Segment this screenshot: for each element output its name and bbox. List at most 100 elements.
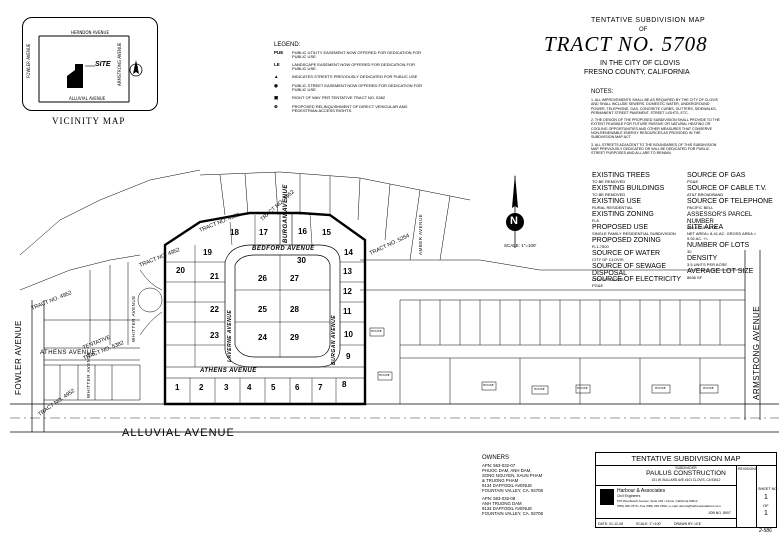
info-label: AVERAGE LOT SIZE [687, 268, 754, 275]
lot-number: 23 [210, 331, 219, 340]
lot-number: 22 [210, 305, 219, 314]
info-value: AT&T BROADBAND [687, 192, 724, 197]
legend-code: PUE [274, 50, 284, 55]
owner-line: FOUNTAIN VALLEY, CA. 92708 [482, 511, 543, 516]
info-label: SOURCE OF GAS [687, 172, 746, 179]
house-label: HOUSE [655, 386, 666, 390]
lot-number: 17 [259, 228, 268, 237]
legend-title: LEGEND: [274, 42, 301, 48]
revisions-label: REVISIONS [738, 467, 758, 471]
lot-number: 13 [343, 267, 352, 276]
info-value: 8636 SF [687, 275, 703, 280]
house-label: HOUSE [379, 373, 390, 377]
notes-title: NOTES: [591, 89, 614, 95]
info-label: EXISTING ZONING [592, 211, 654, 218]
bedford-loop-road [234, 254, 331, 358]
sheet-number: 1 [764, 494, 768, 501]
tract-boundary [163, 211, 367, 406]
drawn-field: DRAWN BY: LEE [674, 522, 702, 526]
firm-contact: (559) 325-7676 • Fax (559) 325-7699 • e-… [617, 504, 721, 508]
lot-number: 21 [210, 272, 219, 281]
sheet-of: OF [763, 503, 769, 508]
north-arrow: N SCALE: 1"=100' [490, 168, 550, 258]
lot-number: 25 [258, 305, 267, 314]
info-label: SOURCE OF WATER [592, 250, 661, 257]
info-label: PROPOSED ZONING [592, 237, 661, 244]
lot-number: 19 [203, 248, 212, 257]
owner-line: PHUOC DAM, ANH DAM, [482, 468, 532, 473]
info-label: SOURCE OF CABLE T.V. [687, 185, 767, 192]
info-value: TO BE REMOVED [592, 192, 626, 197]
alluvial-avenue-label: ALLUVIAL AVENUE [122, 427, 235, 439]
title-block: TENTATIVE SUBDIVISION MAP SUBDIVIDER PAU… [595, 452, 779, 528]
tract-lot-lines [165, 213, 365, 404]
bedford-avenue-label: BEDFORD AVENUE [252, 246, 315, 252]
info-value: PG&E [592, 283, 604, 288]
subdivider-label: SUBDIVIDER [675, 466, 697, 470]
lot-number: 29 [290, 333, 299, 342]
whitter-avenue-label: WHITTER AVENUE [131, 295, 136, 342]
owner-line: SONG NGUYEN, XAUN PHAM [482, 473, 543, 478]
sheet-label: SHEET NO. [758, 487, 779, 491]
burgan-avenue-south-label: BURGAN AVENUE [331, 314, 337, 365]
lot-number: 6 [295, 383, 300, 392]
header-line2: OF [639, 27, 648, 33]
info-value: R-A [592, 218, 599, 223]
house-label: HOUSE [577, 386, 588, 390]
vicinity-north-label: N [134, 66, 139, 72]
vicinity-street-alluvial: ALLUVIAL AVENUE [69, 96, 106, 101]
info-label: EXISTING USE [592, 198, 642, 205]
info-label: ASSESSOR'S PARCEL NUMBER [687, 211, 753, 225]
info-value: TO BE REMOVED [592, 179, 626, 184]
lot-number: 28 [290, 305, 299, 314]
owner-line: 9134 DAFFODIL AVENUE [482, 506, 533, 511]
header-location2: FRESNO COUNTY, CALIFORNIA [584, 69, 690, 76]
vicinity-map: HERNDON AVENUE ALLUVIAL AVENUE FOWLER AV… [22, 17, 158, 111]
legend-text: LANDSCAPE EASEMENT NOW OFFERED FOR DEDIC… [292, 62, 415, 71]
north-arrow-icon [506, 174, 524, 248]
info-value: R-1-7500 [592, 244, 609, 249]
info-label: EXISTING TREES [592, 172, 650, 179]
header-location1: IN THE CITY OF CLOVIS [600, 60, 680, 67]
note-item: 3. ALL STREETS ADJACENT TO THE BOUNDARIE… [591, 142, 717, 156]
map-scale: SCALE: 1"=100' [504, 243, 537, 248]
bedford-loop-road-outer [224, 244, 341, 368]
legend-code: ◉ [274, 83, 278, 88]
house-label: HOUSE [483, 383, 494, 387]
amber-avenue-label: AMBER AVENUE [418, 213, 423, 255]
north-lots [199, 171, 745, 291]
lot-number: 24 [258, 333, 267, 342]
owner-1: APN: 563-032-07 PHUOC DAM, ANH DAM, SONG… [482, 463, 543, 493]
firm-logo [600, 489, 614, 505]
lot-number: 14 [344, 248, 353, 257]
owners-title: OWNERS [482, 455, 509, 461]
east-lots [369, 299, 745, 404]
fowler-avenue-label: FOWLER AVENUE [14, 320, 23, 395]
info-value: CITY OF CLOVIS [592, 277, 624, 282]
owner-line: & TRUONG PHAM [482, 478, 519, 483]
west-lots [19, 169, 201, 401]
lot-number: 2 [199, 383, 204, 392]
info-label: DENSITY [687, 255, 718, 262]
owner-line: ANH TRUONG DAM [482, 501, 522, 506]
info-label: EXISTING BUILDINGS [592, 185, 665, 192]
legend-code: ⊕ [274, 104, 278, 109]
vicinity-map-graphic [38, 35, 143, 103]
lot-number: 4 [247, 383, 252, 392]
title-block-title: TENTATIVE SUBDIVISION MAP [596, 453, 776, 466]
info-label: PROPOSED USE [592, 224, 649, 231]
vicinity-map-caption: VICINITY MAP [52, 116, 126, 126]
lot-number: 8 [342, 380, 347, 389]
info-label: SOURCE OF ELECTRICITY [592, 276, 682, 283]
lot-number: 10 [344, 330, 353, 339]
sheet-total: 1 [764, 510, 768, 517]
